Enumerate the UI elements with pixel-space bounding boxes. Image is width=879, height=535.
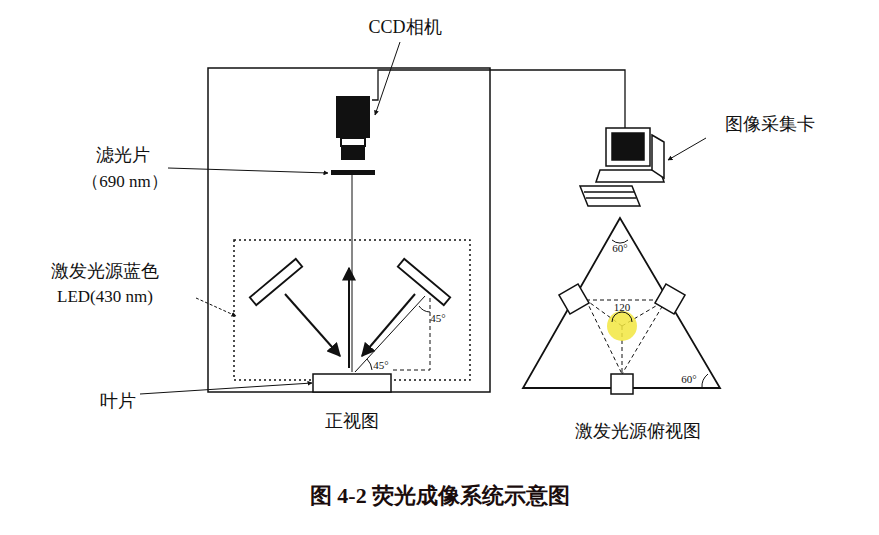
angle-label: 120 [614, 301, 631, 313]
filter [331, 170, 375, 175]
angle-label: 45° [430, 312, 445, 324]
excitation-arrow [362, 294, 415, 356]
part-name: 叶片 [100, 392, 136, 412]
view-label: 正视图 [325, 412, 379, 432]
angle-label: 60° [681, 373, 696, 385]
angle-label: 45° [373, 359, 388, 371]
excitation-arrow [285, 294, 340, 356]
part-name: 图像采集卡 [725, 115, 815, 135]
led-top-view [523, 218, 720, 394]
emission-arrow [348, 268, 350, 368]
spec-label: （690 nm） [82, 173, 167, 192]
spec-label: LED(430 nm) [57, 288, 153, 307]
computer [580, 128, 664, 206]
part-name: CCD相机 [368, 18, 441, 38]
cable [372, 70, 625, 128]
leaf-sample [313, 374, 391, 392]
ccd-camera [331, 96, 375, 175]
part-name: 激发光源蓝色 [51, 262, 159, 282]
enclosure [208, 68, 490, 392]
angle-label: 60° [612, 242, 627, 254]
view-label: 激发光源俯视图 [575, 422, 701, 442]
figure-caption: 图 4-2 荧光成像系统示意图 [310, 484, 570, 508]
part-name: 滤光片 [96, 146, 150, 166]
